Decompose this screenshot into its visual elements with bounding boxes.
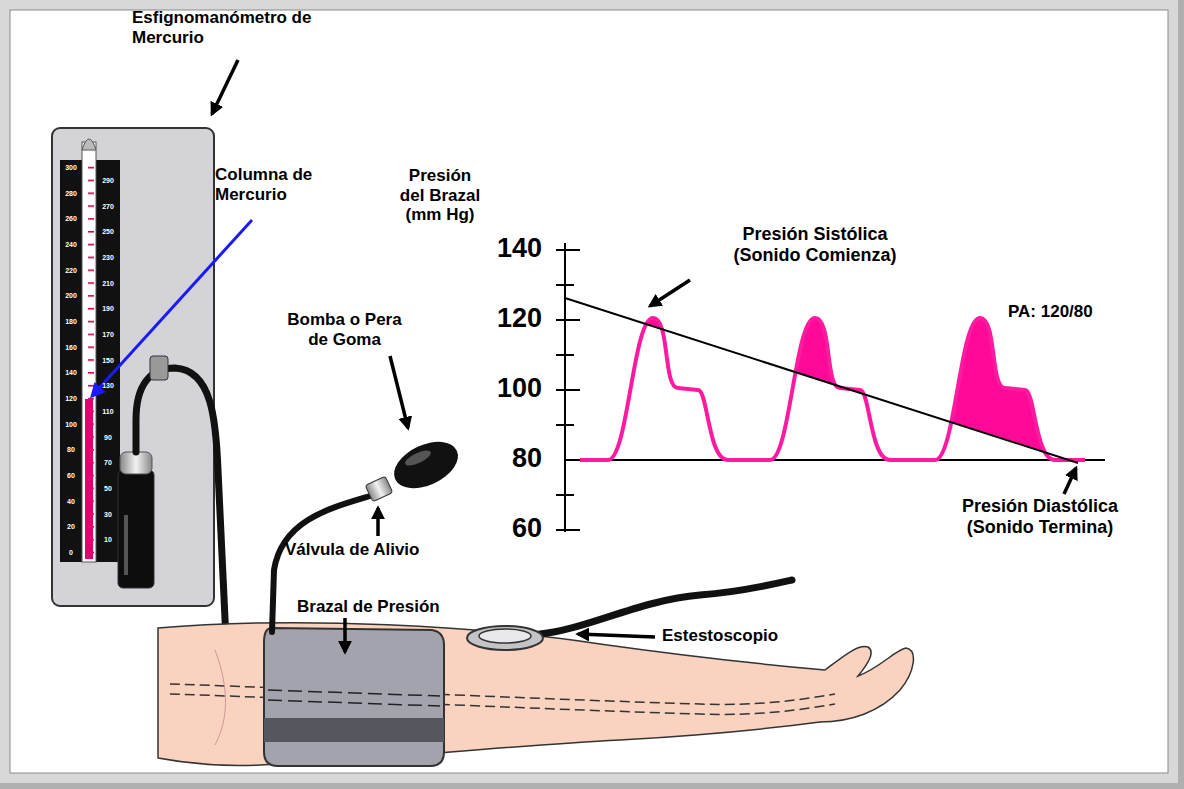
scale-number: 130 (97, 382, 119, 390)
axis-title: Presión del Brazal (mm Hg) (396, 166, 484, 225)
part-label: Válvula de Alivio (285, 540, 465, 560)
scale-number: 20 (60, 523, 82, 531)
part-label: Columna de Mercurio (215, 165, 335, 204)
part-label: Estestoscopio (662, 626, 812, 646)
axis-value: 100 (470, 373, 542, 404)
scale-number: 300 (60, 164, 82, 172)
scale-number: 70 (97, 459, 119, 467)
scale-number: 160 (60, 344, 82, 352)
scale-number: 280 (60, 190, 82, 198)
scale-number: 170 (97, 331, 119, 339)
scale-number: 140 (60, 369, 82, 377)
part-label: Brazal de Presión (297, 597, 477, 617)
scale-number: 60 (60, 472, 82, 480)
scale-number: 220 (60, 267, 82, 275)
scale-number: 230 (97, 254, 119, 262)
scale-number: 260 (60, 215, 82, 223)
scale-number: 190 (97, 305, 119, 313)
scale-number: 250 (97, 228, 119, 236)
reading-label: PA: 120/80 (1008, 302, 1128, 322)
scale-number: 200 (60, 292, 82, 300)
scale-number: 120 (60, 395, 82, 403)
axis-value: 140 (470, 233, 542, 264)
annotation: Presión Diastólica (Sonido Termina) (935, 496, 1145, 537)
part-label: Bomba o Pera de Goma (282, 310, 407, 349)
scale-number: 80 (60, 446, 82, 454)
scale-number: 30 (97, 511, 119, 519)
scale-number: 0 (60, 549, 82, 557)
device-label: Esfignomanómetro de Mercurio (132, 8, 312, 47)
scale-number: 180 (60, 318, 82, 326)
scale-number: 270 (97, 203, 119, 211)
scale-number: 100 (60, 421, 82, 429)
scale-number: 40 (60, 498, 82, 506)
scale-number: 150 (97, 357, 119, 365)
scale-number: 50 (97, 485, 119, 493)
axis-value: 120 (470, 303, 542, 334)
axis-value: 80 (470, 443, 542, 474)
scale-number: 290 (97, 177, 119, 185)
scale-number: 210 (97, 280, 119, 288)
scale-number: 90 (97, 434, 119, 442)
axis-value: 60 (470, 513, 542, 544)
scale-number: 110 (97, 408, 119, 416)
annotation: Presión Sistólica (Sonido Comienza) (715, 224, 915, 265)
scale-number: 10 (97, 536, 119, 544)
scale-number: 240 (60, 241, 82, 249)
